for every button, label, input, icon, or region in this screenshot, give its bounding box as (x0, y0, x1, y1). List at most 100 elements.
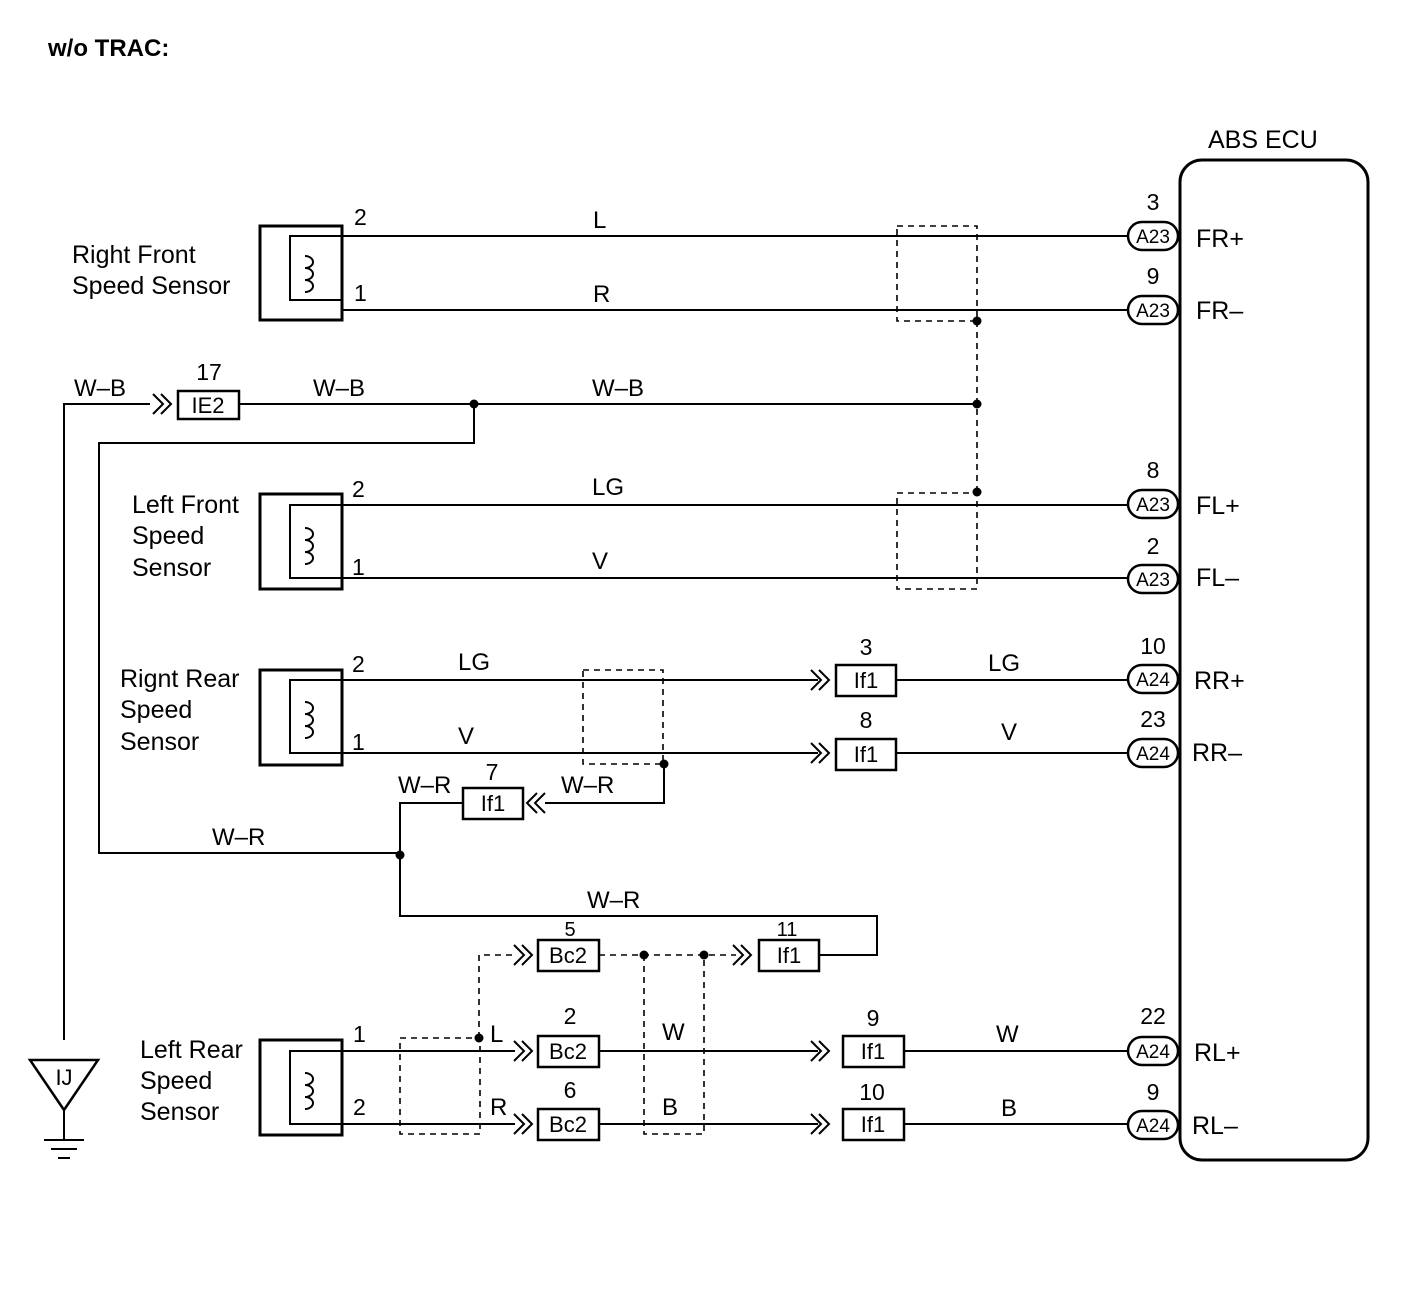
wire-color-label: W–B (592, 375, 644, 402)
pin-number: 9 (1147, 1079, 1160, 1105)
connector-chevron-icon (810, 669, 831, 691)
junction-dot (395, 850, 405, 860)
junction-dot (972, 316, 982, 326)
connector-chevron-icon (152, 393, 173, 415)
pin-number: 5 (564, 919, 575, 941)
sensor-label-line1: Left Front (132, 491, 239, 519)
shield-drain-line (478, 954, 515, 1038)
connector-chevron-icon (513, 1040, 534, 1062)
connector-chevron-icon (810, 1040, 831, 1062)
sensor-label-line1: Right Front (72, 241, 196, 269)
connector-name: If1 (777, 943, 801, 968)
wire-rr-shield-drain (545, 764, 665, 804)
ecu-name: ABS ECU (1208, 126, 1318, 154)
ecu-terminal-fl-plus: 8 A23 FL+ (1126, 457, 1240, 520)
connector-name: If1 (861, 1112, 885, 1137)
pin-number: 2 (354, 204, 367, 230)
connector-name: Bc2 (549, 1112, 587, 1137)
connector-chevron-icon (732, 944, 753, 966)
wire-color-label: W–R (561, 772, 614, 799)
wire-color-label: W (662, 1019, 685, 1046)
wire-color-label: W–R (587, 887, 640, 914)
ecu-terminal-fl-minus: 2 A23 FL– (1126, 533, 1239, 595)
ground-triangle-icon (27, 1058, 101, 1113)
pin-number: 2 (1147, 533, 1160, 559)
wire-color-label: W–B (313, 375, 365, 402)
shield-fr (896, 225, 978, 322)
sensor-label-line1: Left Rear (140, 1036, 243, 1064)
shield-rl-mid (643, 955, 705, 1135)
right-rear-speed-sensor: Rignt Rear Speed Sensor 2 1 (120, 651, 365, 767)
connector-if1-box (841, 1107, 906, 1142)
junction-dot (699, 950, 709, 960)
pin-number: 17 (196, 359, 222, 385)
ecu-terminal-rr-plus: 10 A24 RR+ (1126, 633, 1245, 695)
junction-dot (474, 1033, 484, 1043)
ecu-terminal-rr-minus: 23 A24 RR– (1126, 706, 1242, 769)
wire-color-label: V (592, 548, 608, 575)
connector-code: A24 (1136, 744, 1170, 765)
pin-number: 23 (1140, 706, 1166, 732)
right-front-speed-sensor: Right Front Speed Sensor 2 1 (72, 204, 367, 322)
connector-chevron-icon (525, 792, 546, 814)
sensor-coil-lead (289, 1050, 342, 1125)
wire-color-label: R (593, 281, 610, 308)
left-rear-speed-sensor: Left Rear Speed Sensor 1 2 (140, 1021, 366, 1137)
wire-color-label: B (1001, 1095, 1017, 1122)
connector-code: A23 (1136, 495, 1170, 516)
connector-if1-box (834, 737, 898, 772)
wire-color-label: W–R (212, 824, 265, 851)
sensor-box (258, 492, 344, 591)
connector-code: A23 (1136, 301, 1170, 322)
junction-dot (972, 487, 982, 497)
connector-chevron-icon (810, 742, 831, 764)
terminal-label: RR– (1192, 739, 1242, 767)
wire-color-label: W–B (74, 375, 126, 402)
ecu-terminal-rl-plus: 22 A24 RL+ (1126, 1003, 1241, 1067)
connector-name: If1 (481, 791, 505, 816)
wire-color-label: LG (458, 649, 490, 676)
sensor-label-line3: Sensor (120, 728, 199, 756)
left-front-speed-sensor: Left Front Speed Sensor 2 1 (132, 476, 365, 591)
pin-number: 9 (867, 1005, 880, 1031)
ecu-terminal-fr-plus: 3 A23 FR+ (1126, 189, 1244, 253)
connector-bc2-box (536, 1107, 601, 1142)
connector-code: A23 (1136, 227, 1170, 248)
sensor-box (258, 224, 344, 322)
pin-number: 2 (352, 651, 365, 677)
connector-if1-box (834, 663, 898, 698)
connector-chevron-icon (513, 1113, 534, 1135)
pin-number: 2 (564, 1003, 577, 1029)
pin-number: 8 (860, 707, 873, 733)
coil-icon (304, 255, 314, 293)
sensor-label-line2: Speed Sensor (72, 272, 230, 300)
wire-color-label: LG (592, 474, 624, 501)
connector-name: If1 (854, 742, 878, 767)
pin-number: 1 (352, 554, 365, 580)
pin-number: 2 (352, 476, 365, 502)
ground-name: IJ (55, 1065, 72, 1090)
sensor-label-line3: Sensor (132, 554, 211, 582)
connector-name: If1 (854, 668, 878, 693)
connector-code: A24 (1136, 670, 1170, 691)
wire-color-label: R (490, 1094, 507, 1121)
coil-icon (304, 527, 314, 565)
connector-code: A24 (1136, 1116, 1170, 1137)
connector-ie2-box (176, 389, 241, 421)
pin-number: 9 (1147, 263, 1160, 289)
pin-number: 8 (1147, 457, 1160, 483)
pin-number: 10 (1140, 633, 1166, 659)
wire-color-label: W–R (398, 772, 451, 799)
sensor-label-line2: Speed (140, 1067, 212, 1095)
wire-wr-loop (399, 802, 878, 956)
connector-name: Bc2 (549, 1039, 587, 1064)
terminal-label: FR+ (1196, 225, 1244, 253)
wire-color-label: V (1001, 719, 1017, 746)
wire-color-label: L (593, 207, 606, 234)
shield-rr (582, 669, 664, 765)
pin-number: 22 (1140, 1003, 1166, 1029)
sensor-label-line3: Sensor (140, 1098, 219, 1126)
sensor-label-line1: Rignt Rear (120, 665, 240, 693)
connector-name: Bc2 (549, 943, 587, 968)
